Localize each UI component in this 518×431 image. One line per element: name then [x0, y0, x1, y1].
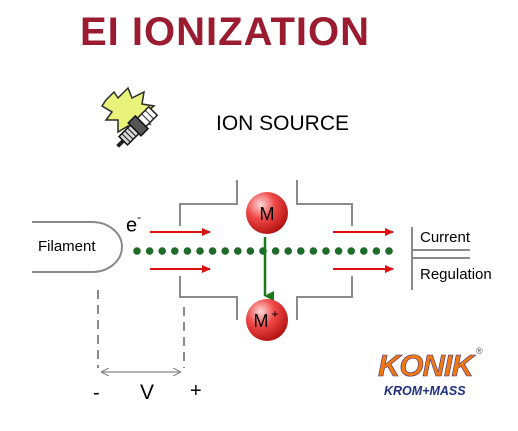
current-label: Current — [420, 229, 471, 246]
molecule-sphere — [246, 192, 288, 234]
filament — [32, 221, 123, 273]
beam-dot — [385, 247, 393, 255]
logo-wordmark: KONIK — [378, 348, 474, 384]
voltage-label: V — [140, 381, 155, 404]
logo-registered-mark: ® — [476, 346, 483, 356]
molecule-label: M — [260, 204, 275, 224]
electron-label: e- — [126, 210, 142, 238]
beam-dot — [246, 247, 255, 255]
minus-terminal-label: - — [93, 382, 100, 404]
beam-dot — [322, 247, 330, 255]
beam-dot — [133, 247, 141, 255]
beam-dot — [347, 247, 356, 255]
electron-beam — [133, 247, 393, 255]
electron-charge: - — [137, 210, 142, 224]
beam-dot — [183, 247, 192, 255]
beam-dot — [309, 247, 318, 255]
beam-dot — [234, 247, 242, 255]
ion-label: M — [254, 311, 269, 331]
beam-dot — [297, 247, 305, 255]
regulation-label: Regulation — [420, 266, 492, 283]
beam-dot — [208, 247, 217, 255]
plus-terminal-label: + — [190, 380, 202, 402]
chamber-top-wall — [179, 180, 353, 226]
beam-dot — [196, 247, 204, 255]
ion-sphere — [246, 299, 288, 341]
ion-source-label: ION SOURCE — [216, 112, 350, 135]
beam-dot — [372, 247, 381, 255]
chamber-bottom-wall — [179, 276, 353, 320]
beam-dot — [284, 247, 293, 255]
logo-subtitle: KROM+MASS — [384, 384, 466, 398]
beam-dot — [171, 247, 179, 255]
konik-logo: KONIK ® KROM+MASS — [378, 346, 490, 408]
page-title: EI IONIZATION — [80, 10, 371, 54]
beam-dot — [360, 247, 368, 255]
electron-symbol: e — [126, 214, 138, 237]
beam-dot — [158, 247, 166, 255]
spark-plug-icon — [100, 86, 159, 148]
beam-dot — [221, 247, 229, 255]
ion-charge-label: + — [271, 307, 278, 321]
beam-dot — [145, 247, 154, 255]
filament-label: Filament — [38, 238, 96, 255]
beam-dot — [334, 247, 343, 255]
beam-dot — [271, 247, 280, 255]
